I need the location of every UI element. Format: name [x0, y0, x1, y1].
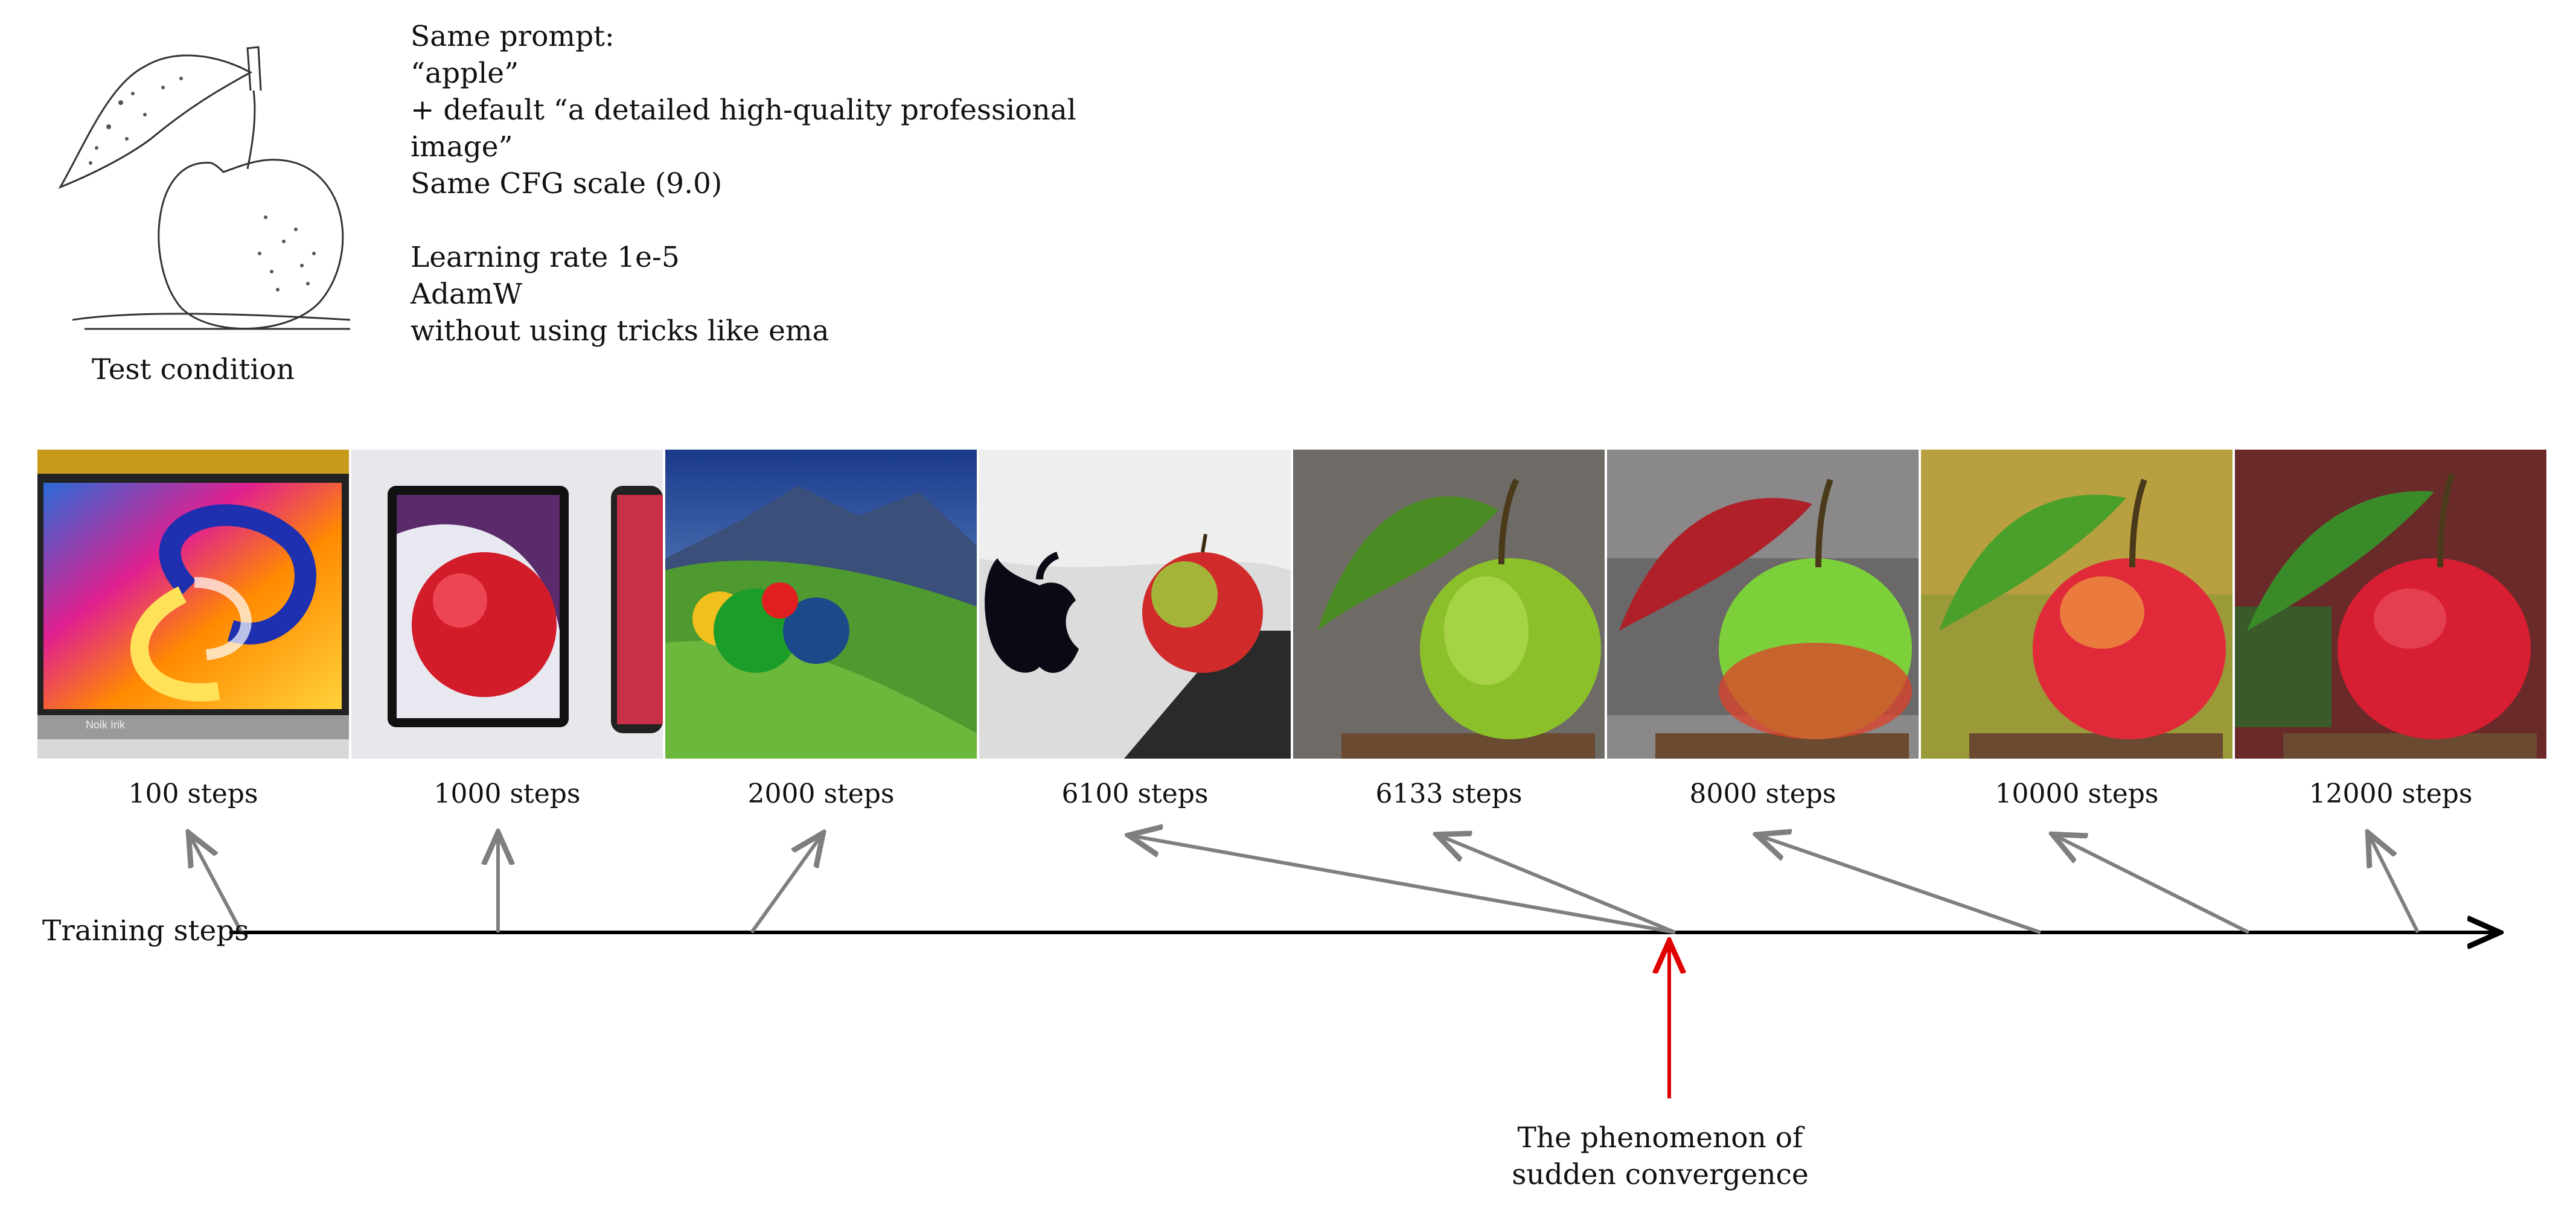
apple-sketch-icon	[58, 46, 351, 330]
pointer-arrow-6100-steps	[1132, 836, 1676, 934]
red-apple-green-leaf-image	[1921, 450, 2232, 759]
test-condition-caption: Test condition	[92, 353, 295, 386]
step-label: 1000 steps	[433, 779, 581, 809]
prompt-line: “apple”	[411, 57, 519, 90]
pointer-arrow-8000-steps	[1760, 836, 2041, 934]
sample-image-6100-steps	[979, 450, 1291, 759]
prompt-line: Same prompt:	[411, 20, 615, 53]
prompt-line: + default “a detailed high-quality profe…	[411, 94, 1076, 127]
prompt-line: image”	[411, 130, 513, 164]
annotation-line: The phenomenon of	[1517, 1121, 1803, 1154]
red-apple-dark-image	[2235, 450, 2546, 759]
training-steps-label: Training steps	[42, 914, 249, 947]
annotation-line: sudden convergence	[1512, 1158, 1809, 1191]
laptop-swirl-image: Noik Irik	[37, 450, 349, 759]
sudden-convergence-annotation: The phenomenon of sudden convergence	[1491, 1119, 1829, 1193]
sample-image-2000-steps	[665, 450, 977, 759]
sample-image-1000-steps	[351, 450, 663, 759]
step-label: 2000 steps	[747, 779, 895, 809]
apples-on-hill-image	[665, 450, 977, 759]
step-label: 8000 steps	[1689, 779, 1836, 809]
prompt-line: without using tricks like ema	[411, 314, 829, 348]
green-apple-image	[1293, 450, 1605, 759]
prompt-line: Same CFG scale (9.0)	[411, 167, 723, 200]
sample-image-6133-steps	[1293, 450, 1605, 759]
sample-image-12000-steps	[2235, 450, 2546, 759]
prompt-settings-text: Same prompt: “apple” + default “a detail…	[411, 18, 1076, 349]
prompt-line: Learning rate 1e-5	[411, 241, 680, 274]
test-condition-sketch	[36, 36, 356, 344]
step-label: 10000 steps	[1995, 779, 2159, 809]
laptop-screen-text: Noik Irik	[86, 719, 126, 731]
step-label: 12000 steps	[2309, 779, 2473, 809]
pointer-arrow-12000-steps	[2370, 836, 2420, 934]
apple-logo-image	[979, 450, 1291, 759]
step-label: 6100 steps	[1061, 779, 1209, 809]
step-label: 100 steps	[128, 779, 258, 809]
sample-image-10000-steps	[1921, 450, 2232, 759]
tablet-apple-image	[351, 450, 663, 759]
pointer-arrow-100-steps	[190, 836, 243, 934]
pointer-arrow-2000-steps	[750, 836, 821, 934]
green-red-apple-image	[1607, 450, 1919, 759]
pointer-arrow-6133-steps	[1440, 836, 1676, 934]
sample-image-8000-steps	[1607, 450, 1919, 759]
pointer-arrow-10000-steps	[2056, 836, 2250, 934]
sample-image-100-steps: Noik Irik	[37, 450, 349, 759]
prompt-line: AdamW	[411, 278, 522, 311]
step-label: 6133 steps	[1375, 779, 1523, 809]
